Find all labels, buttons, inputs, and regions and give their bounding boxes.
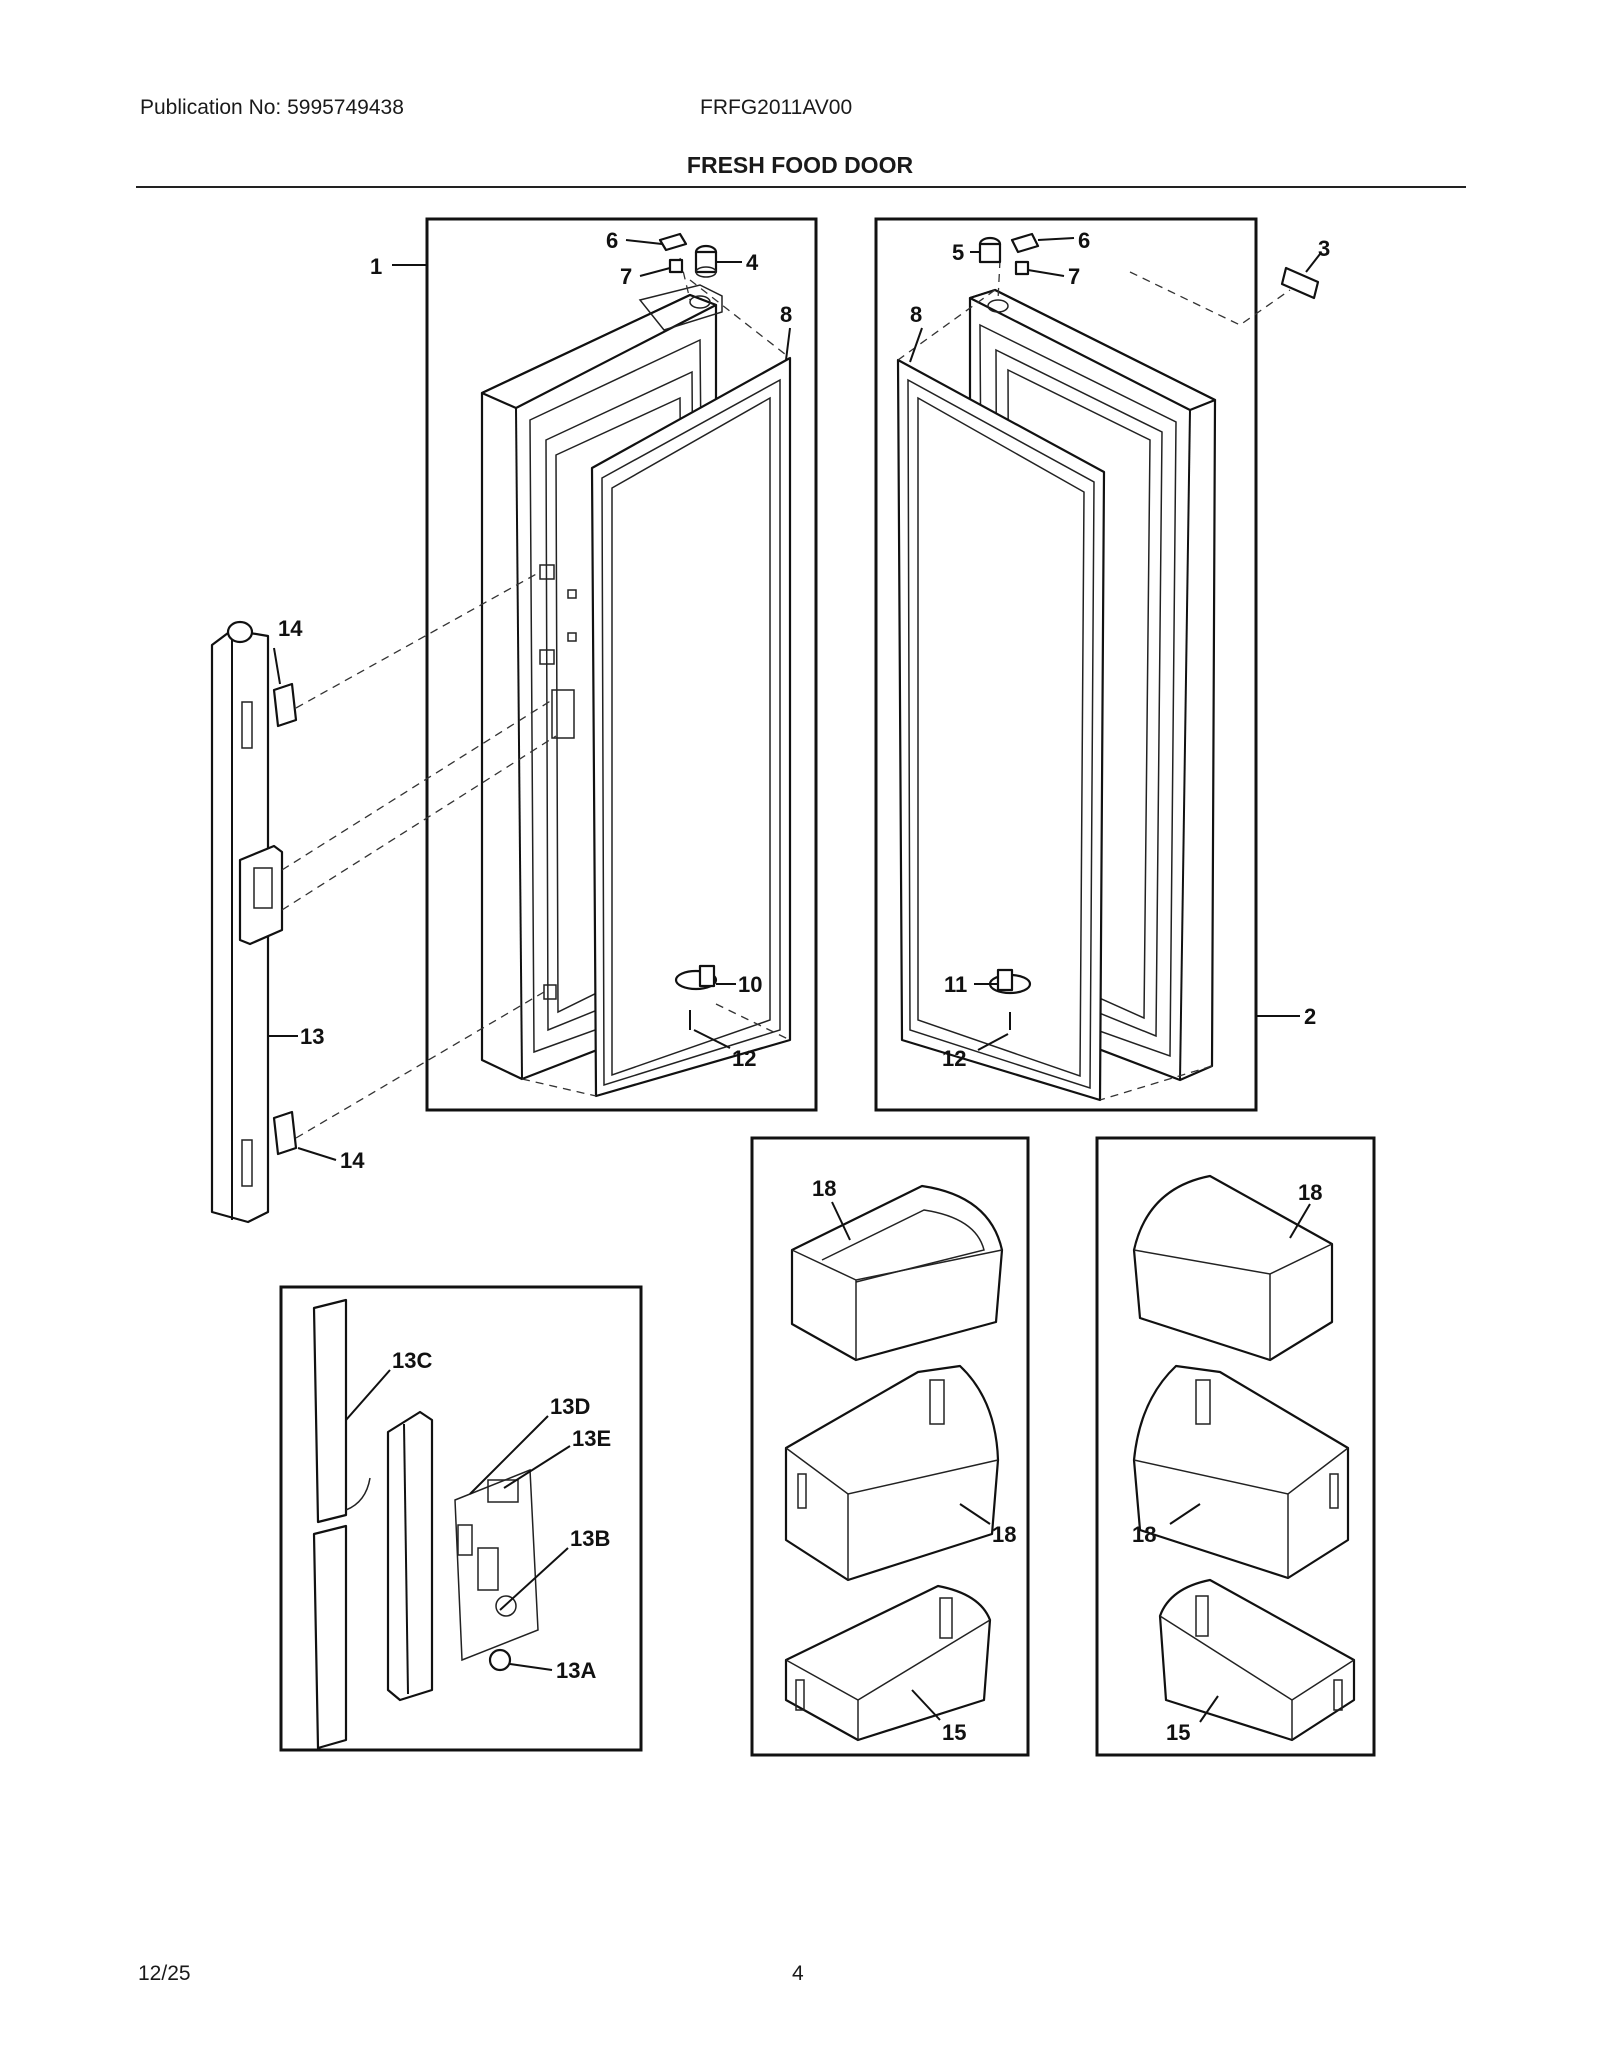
callout-1: 1 <box>370 254 382 279</box>
callout-10: 10 <box>738 972 762 997</box>
right-bins-panel-frame <box>1095 1136 1376 1757</box>
right-bin-middle <box>1132 1364 1350 1580</box>
callout-15-left: 15 <box>942 1720 966 1745</box>
handle-detail-panel-frame <box>279 1285 643 1752</box>
callout-8-right: 8 <box>910 302 922 327</box>
handle-detail-assembly <box>312 1298 539 1750</box>
left-bins-panel-frame <box>750 1136 1030 1757</box>
right-bottom-hinge-parts <box>988 968 1032 1030</box>
left-hinge-cap-parts <box>658 232 718 278</box>
left-bin-middle <box>784 1364 1000 1582</box>
publication-number: Publication No: 5995749438 <box>140 96 404 119</box>
callout-12-left: 12 <box>732 1046 756 1071</box>
callout-15-right: 15 <box>1166 1720 1190 1745</box>
right-bin-top <box>1132 1174 1334 1362</box>
callout-8-left: 8 <box>780 302 792 327</box>
left-bottom-hinge-parts <box>674 964 718 1030</box>
callout-13: 13 <box>300 1024 324 1049</box>
callout-7-right: 7 <box>1068 264 1080 289</box>
callout-3: 3 <box>1318 236 1330 261</box>
left-door-panel-frame <box>425 217 818 1112</box>
callout-14-top: 14 <box>278 616 303 641</box>
callout-18-left-middle: 18 <box>992 1522 1016 1547</box>
callout-5: 5 <box>952 240 964 265</box>
handle-clip-bottom <box>272 1110 298 1156</box>
callout-2: 2 <box>1304 1004 1316 1029</box>
callout-7-left: 7 <box>620 264 632 289</box>
callout-13a: 13A <box>556 1658 596 1683</box>
left-door-gasket <box>590 356 792 1098</box>
footer-page-number: 4 <box>792 1962 804 1985</box>
callout-13d: 13D <box>550 1394 590 1419</box>
model-number: FRFG2011AV00 <box>700 96 853 119</box>
callout-13c: 13C <box>392 1348 432 1373</box>
right-door-panel-frame <box>874 217 1258 1112</box>
door-handle-assembly <box>210 620 284 1224</box>
callout-18-left-top: 18 <box>812 1176 836 1201</box>
callout-14-bottom: 14 <box>340 1148 365 1173</box>
callout-4: 4 <box>746 250 759 275</box>
callout-6-left: 6 <box>606 228 618 253</box>
left-bin-bottom <box>784 1584 992 1742</box>
header-rule <box>136 186 1466 188</box>
callout-leaders <box>268 237 1321 1723</box>
left-bin-top <box>790 1184 1004 1362</box>
callout-13e: 13E <box>572 1426 611 1451</box>
callout-11: 11 <box>944 972 967 997</box>
callout-12-right: 12 <box>942 1046 966 1071</box>
handle-clip-top <box>272 682 298 728</box>
callout-18-right-middle: 18 <box>1132 1522 1156 1547</box>
page-title: FRESH FOOD DOOR <box>686 152 914 178</box>
right-bin-bottom <box>1158 1578 1356 1742</box>
callout-18-right-top: 18 <box>1298 1180 1322 1205</box>
right-door-gasket <box>896 358 1106 1102</box>
callout-6-right: 6 <box>1078 228 1090 253</box>
callout-13b: 13B <box>570 1526 610 1551</box>
right-door-label-part <box>1280 266 1320 300</box>
footer-date: 12/25 <box>138 1962 191 1985</box>
right-hinge-cap-parts <box>978 232 1040 276</box>
